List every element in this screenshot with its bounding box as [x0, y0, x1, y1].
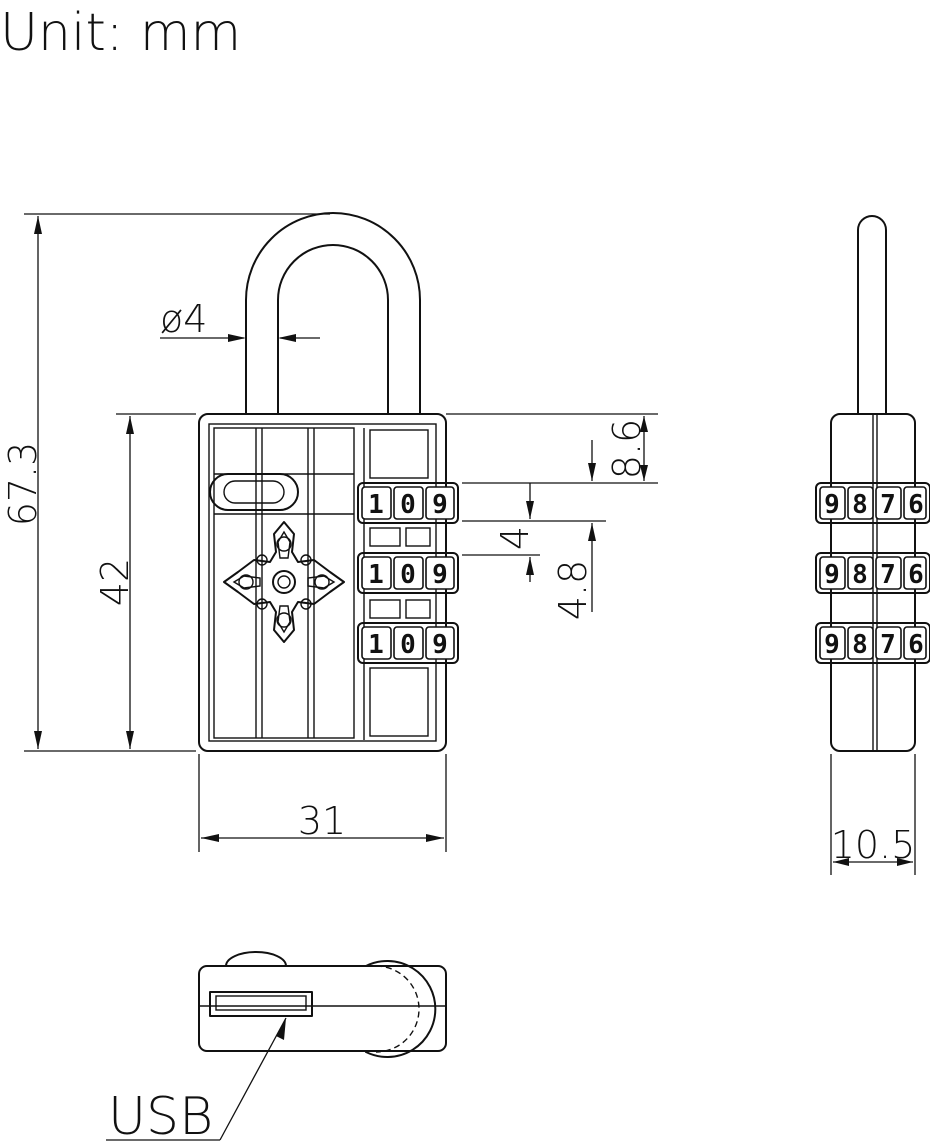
- dial-digit: 1: [368, 490, 384, 520]
- dim-label-side-thickness: 10.5: [831, 823, 916, 867]
- dim-shackle-diameter: ø4: [160, 297, 320, 342]
- dial-digit: 8: [852, 490, 868, 520]
- bottom-body: [198, 965, 447, 1052]
- bottom-dial-edge: [365, 960, 437, 1058]
- dial-cell: [425, 556, 455, 590]
- dim-label-body-height: 42: [93, 558, 137, 606]
- dial-cell: [875, 486, 902, 520]
- dial-digit: 6: [908, 490, 924, 520]
- dial-digit: 0: [400, 560, 416, 590]
- dial-digit: 7: [880, 630, 896, 660]
- dial-cell: [819, 486, 846, 520]
- dial-wheel: [815, 482, 930, 524]
- dial-cell: [393, 626, 424, 660]
- dial-cell: [819, 556, 846, 590]
- dial-digit: 9: [432, 490, 448, 520]
- usb-port: [209, 991, 313, 1017]
- usb-label: USB: [108, 1087, 213, 1144]
- dial-digit: 7: [880, 490, 896, 520]
- dial-digit: 0: [400, 490, 416, 520]
- bottom-panel: [369, 667, 429, 737]
- dial-digit: 7: [880, 560, 896, 590]
- dim-total-height: 67.3: [1, 213, 330, 752]
- usb-leader: [219, 1017, 287, 1141]
- dial-cell: [425, 486, 455, 520]
- dial-cell: [875, 556, 902, 590]
- dial-wheel: [357, 622, 459, 664]
- dial-cell: [903, 486, 927, 520]
- side-shackle: [857, 215, 887, 415]
- dial-cell: [393, 486, 424, 520]
- dial-digit: 9: [824, 490, 840, 520]
- dim-label-body-width: 31: [298, 799, 346, 843]
- dial-digit: 9: [432, 630, 448, 660]
- cross-ornament: [223, 521, 345, 643]
- dial-digit: 9: [432, 560, 448, 590]
- dial-cell: [903, 626, 927, 660]
- dial-digit: 0: [400, 630, 416, 660]
- dial-cell: [361, 626, 392, 660]
- dial-digit: 1: [368, 630, 384, 660]
- dial-cell: [875, 626, 902, 660]
- dim-label-shackle-diameter: ø4: [160, 297, 207, 341]
- dim-body-width: 31: [198, 754, 447, 852]
- dim-body-height: 42: [93, 413, 196, 749]
- bottom-button: [225, 951, 287, 967]
- dim-side-thickness: 10.5: [830, 754, 916, 875]
- bottom-view: USB: [106, 951, 447, 1144]
- dial-cell: [361, 486, 392, 520]
- dial-wheel: [815, 552, 930, 594]
- dial-digit: 8: [852, 630, 868, 660]
- dial-cell: [361, 556, 392, 590]
- dial-cell: [393, 556, 424, 590]
- dial-digit: 6: [908, 630, 924, 660]
- dial-digit: 9: [824, 560, 840, 590]
- dial-cell: [425, 626, 455, 660]
- shackle: [245, 212, 421, 415]
- dial-cell: [903, 556, 927, 590]
- dim-label-dial-height: 4: [493, 526, 537, 550]
- dial-cell: [847, 626, 874, 660]
- dial-cell: [847, 556, 874, 590]
- dim-label-top-to-dial: 8.6: [605, 419, 649, 479]
- dial-digit: 8: [852, 560, 868, 590]
- dial-cell: [847, 486, 874, 520]
- top-panel: [369, 429, 429, 479]
- dial-cell: [819, 626, 846, 660]
- dial-digit: 9: [824, 630, 840, 660]
- dial-digit: 1: [368, 560, 384, 590]
- dim-dial-spacing: 8.6 4 4.8: [446, 413, 658, 620]
- dim-label-total-height: 67.3: [1, 442, 45, 527]
- dial-wheel: [357, 552, 459, 594]
- dial-wheel: [357, 482, 459, 524]
- unit-label: Unit: mm: [0, 3, 241, 63]
- dim-label-dial-pitch: 4.8: [551, 560, 595, 620]
- dial-wheel: [815, 622, 930, 664]
- dial-digit: 6: [908, 560, 924, 590]
- release-slot: [209, 473, 299, 511]
